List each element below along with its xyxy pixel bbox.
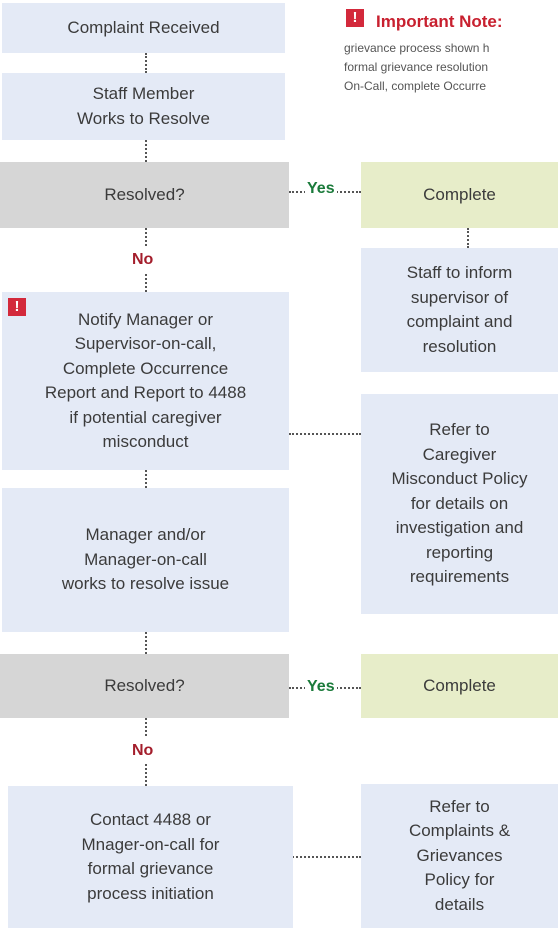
connector (145, 718, 147, 736)
important-note-line-1: grievance process shown h (344, 41, 490, 55)
exclamation-alert-icon: ! (346, 9, 364, 27)
complete-box-1-label: Complete (423, 184, 496, 204)
connector (145, 274, 147, 292)
notify-manager-line: Notify Manager or (77, 309, 214, 329)
contact-4488-line: formal grievance (87, 859, 214, 878)
complaint-received-box: Complaint Received (2, 3, 285, 53)
refer-caregiver-line: reporting (425, 542, 494, 562)
resolved-decision-2: Resolved? (0, 654, 289, 718)
resolved-decision-1: Resolved? (0, 162, 289, 228)
refer-caregiver-line: Caregiver (422, 444, 497, 464)
complete-box-2-label: Complete (423, 675, 496, 695)
notify-manager-line: Complete Occurrence (62, 358, 229, 378)
no-label-1: No (130, 250, 156, 270)
exclamation-alert-icon: ! (8, 298, 26, 316)
staff-inform-line: resolution (422, 336, 497, 356)
manager-resolve-line: Manager and/or (85, 525, 206, 545)
yes-label-1: Yes (305, 179, 337, 199)
notify-manager-line: Supervisor-on-call, (74, 334, 217, 353)
connector (145, 632, 147, 654)
contact-4488-line: Mnager-on-call for (81, 834, 220, 854)
no-label-2: No (130, 741, 156, 761)
refer-complaints-box: Refer to Complaints & Grievances Policy … (361, 784, 558, 928)
staff-resolve-line: Works to Resolve (77, 108, 210, 128)
refer-caregiver-line: investigation and (395, 518, 524, 538)
notify-manager-line: misconduct (102, 432, 189, 451)
complete-box-2: Complete (361, 654, 558, 718)
yes-label-2: Yes (305, 677, 337, 697)
staff-inform-box: Staff to inform supervisor of complaint … (361, 248, 558, 372)
staff-inform-line: complaint and (406, 312, 513, 331)
complete-box-1: Complete (361, 162, 558, 228)
contact-4488-line: process initiation (87, 883, 214, 903)
staff-inform-line: supervisor of (410, 287, 509, 307)
important-note-line-2: formal grievance resolution (344, 60, 489, 74)
contact-4488-box: Contact 4488 or Mnager-on-call for forma… (8, 786, 293, 928)
connector (289, 856, 361, 858)
notify-manager-line: if potential caregiver (69, 407, 222, 427)
important-note-line-3: On-Call, complete Occurre (344, 79, 487, 93)
refer-complaints-line: Complaints & (408, 821, 511, 841)
refer-caregiver-line: Refer to (429, 420, 490, 440)
refer-complaints-line: Policy for (424, 870, 495, 890)
connector (145, 53, 147, 73)
refer-caregiver-line: Misconduct Policy (391, 469, 528, 489)
connector (145, 764, 147, 786)
refer-complaints-line: Grievances (416, 845, 503, 865)
manager-resolve-box: Manager and/or Manager-on-call works to … (2, 488, 289, 632)
resolved-decision-1-label: Resolved? (104, 184, 185, 204)
manager-resolve-line: works to resolve issue (61, 574, 230, 594)
staff-inform-line: Staff to inform (406, 263, 513, 282)
refer-caregiver-box: Refer to Caregiver Misconduct Policy for… (361, 394, 558, 614)
refer-caregiver-line: for details on (410, 493, 509, 513)
connector (289, 433, 361, 435)
important-note-title: Important Note: (376, 12, 503, 31)
resolved-decision-2-label: Resolved? (104, 675, 185, 695)
connector (145, 140, 147, 162)
manager-resolve-line: Manager-on-call (84, 549, 207, 569)
staff-resolve-box: Staff Member Works to Resolve (2, 73, 285, 140)
notify-manager-box: Notify Manager or Supervisor-on-call, Co… (2, 292, 289, 470)
contact-4488-line: Contact 4488 or (90, 810, 211, 829)
staff-resolve-line: Staff Member (92, 84, 195, 103)
refer-complaints-line: Refer to (429, 796, 490, 816)
connector (145, 470, 147, 488)
connector (467, 228, 469, 248)
notify-manager-line: Report and Report to 4488 (44, 383, 247, 402)
refer-caregiver-line: requirements (409, 567, 510, 587)
complaint-received-label: Complaint Received (67, 17, 220, 37)
refer-complaints-line: details (434, 894, 485, 914)
connector (145, 228, 147, 246)
